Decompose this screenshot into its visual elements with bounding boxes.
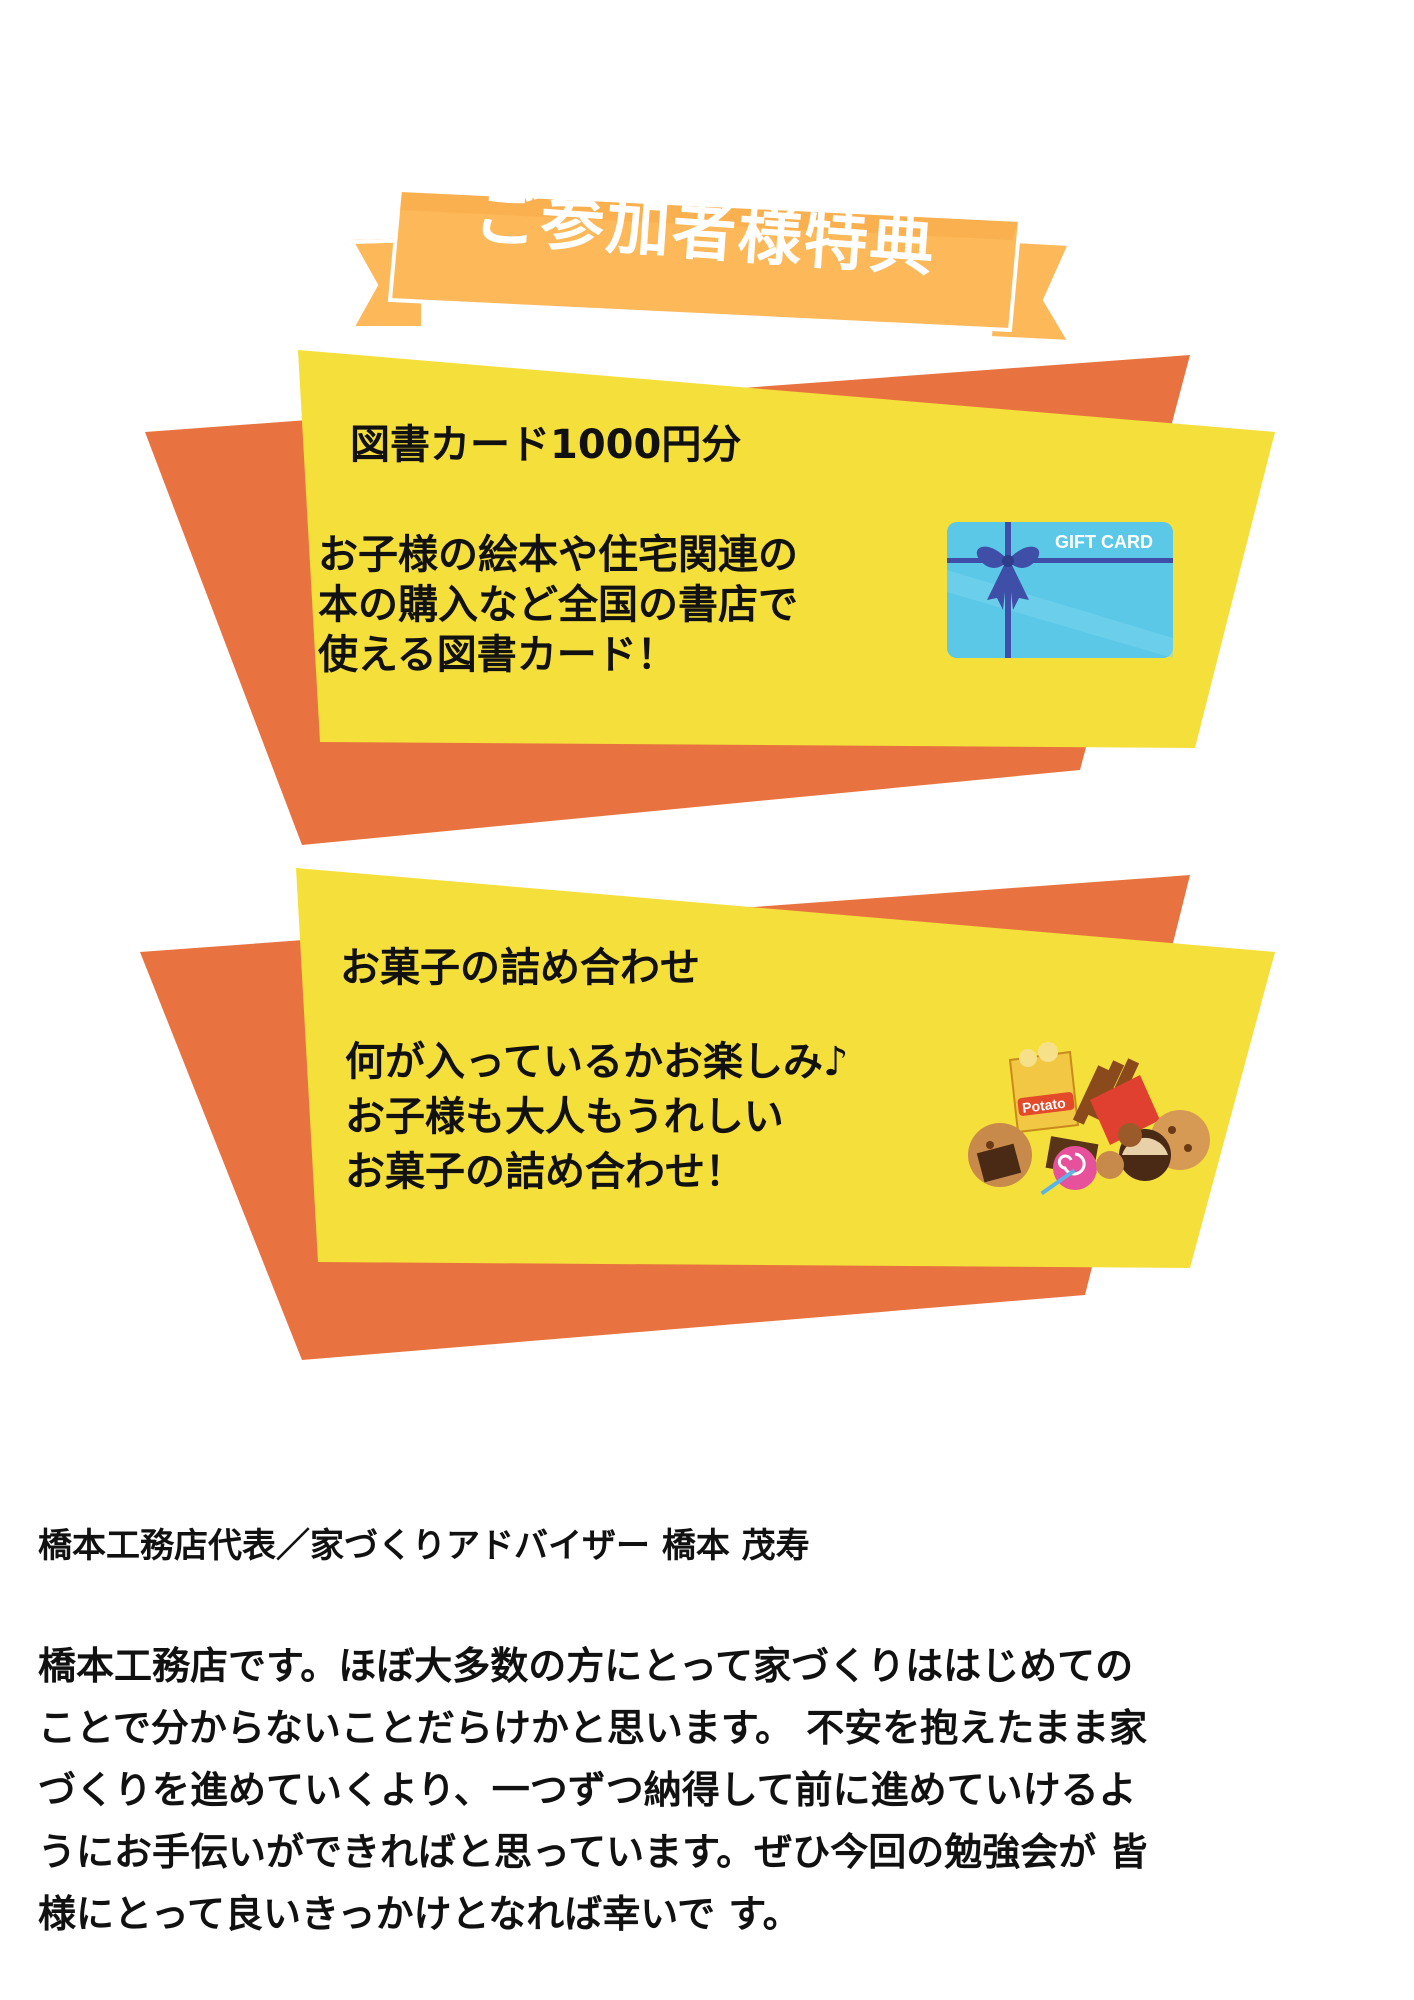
description-line: お子様の絵本や住宅関連の [318,532,798,578]
message-line: ことで分からないことだらけかと思います。 不安を抱えたまま家 [38,1706,1148,1750]
description-line: お子様も大人もうれしい [345,1094,784,1140]
card-title-snacks: お菓子の詰め合わせ [340,945,700,991]
description-line: 何が入っているかお楽しみ♪ [345,1039,849,1085]
snack-bag-label: Potato [1021,1095,1066,1116]
card-background-2 [140,868,1275,1360]
description-line: 使える図書カード！ [318,632,677,678]
message-line: づくりを進めていくより、一つずつ納得して前に進めていけるよ [38,1768,1137,1812]
description-line: お菓子の詰め合わせ！ [345,1149,745,1195]
card-description-snacks: 何が入っているかお楽しみ♪ お子様も大人もうれしい お菓子の詰め合わせ！ [345,1035,849,1200]
card-title-book-card: 図書カード1000円分 [350,422,742,468]
card-description-book-card: お子様の絵本や住宅関連の 本の購入など全国の書店で 使える図書カード！ [318,530,798,680]
author-title: 橋本工務店代表／家づくりアドバイザー 橋本 茂寿 [38,1526,810,1566]
message-line: 様にとって良いきっかけとなれば幸いで す。 [38,1892,801,1936]
gift-card-icon: GIFT CARD [945,520,1175,660]
message-body: 橋本工務店です。ほぼ大多数の方にとって家づくりははじめての ことで分からないこと… [38,1635,1383,1945]
gift-card-label: GIFT CARD [1055,532,1153,552]
message-line: 橋本工務店です。ほぼ大多数の方にとって家づくりははじめての [38,1644,1134,1688]
message-line: うにお手伝いができればと思っています。ぜひ今回の勉強会が 皆 [38,1830,1148,1874]
ribbon-banner [348,187,1074,345]
description-line: 本の購入など全国の書店で [318,582,798,628]
snacks-icon: Potato [960,1030,1215,1200]
